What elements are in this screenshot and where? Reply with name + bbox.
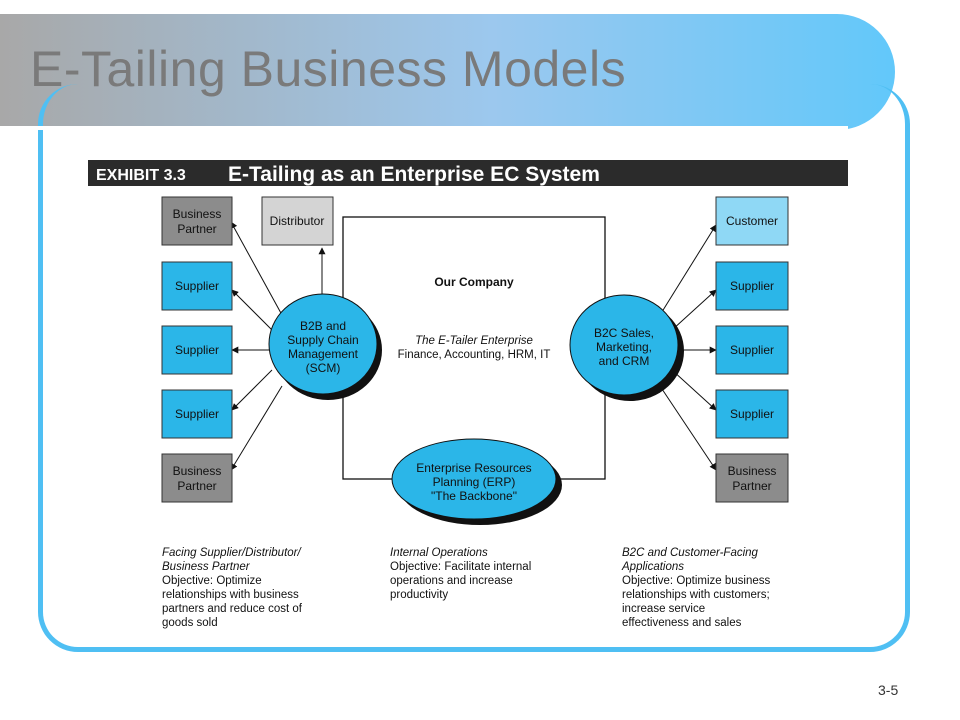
right-box-supplier-1: Supplier xyxy=(715,261,789,311)
title-bar xyxy=(0,14,895,130)
svg-text:Partner: Partner xyxy=(732,479,771,493)
svg-text:Supplier: Supplier xyxy=(175,343,219,357)
left-box-supplier-3: Supplier xyxy=(161,389,233,439)
right-box-customer: Customer xyxy=(715,196,789,246)
svg-text:Business: Business xyxy=(173,464,222,478)
svg-text:Supplier: Supplier xyxy=(730,279,774,293)
exhibit-header: EXHIBIT 3.3 E-Tailing as an Enterprise E… xyxy=(88,160,848,186)
svg-text:B2C Sales,: B2C Sales, xyxy=(594,326,654,340)
svg-text:partners and reduce cost of: partners and reduce cost of xyxy=(162,603,303,615)
exhibit-heading: E-Tailing as an Enterprise EC System xyxy=(228,163,600,186)
right-box-supplier-2: Supplier xyxy=(715,325,789,375)
svg-text:Objective: Optimize business: Objective: Optimize business xyxy=(622,575,771,587)
title-underline xyxy=(0,126,848,130)
content-frame xyxy=(38,84,910,652)
svg-text:Business: Business xyxy=(728,464,777,478)
right-box-business-partner: Business Partner xyxy=(715,453,789,503)
svg-text:productivity: productivity xyxy=(390,589,448,601)
company-line1: The E-Tailer Enterprise xyxy=(415,335,533,347)
svg-text:Objective: Facilitate internal: Objective: Facilitate internal xyxy=(390,561,531,573)
svg-text:Customer: Customer xyxy=(726,214,778,228)
svg-text:Internal Operations: Internal Operations xyxy=(390,547,488,559)
svg-text:Supplier: Supplier xyxy=(175,279,219,293)
svg-text:Distributor: Distributor xyxy=(270,214,325,228)
svg-text:effectiveness and sales: effectiveness and sales xyxy=(622,617,742,629)
svg-text:relationships with customers;: relationships with customers; xyxy=(622,589,770,601)
svg-text:operations and increase: operations and increase xyxy=(390,575,513,587)
company-line2: Finance, Accounting, HRM, IT xyxy=(398,349,551,361)
svg-text:relationships with business: relationships with business xyxy=(162,589,299,601)
page-number: 3-5 xyxy=(878,682,899,698)
right-box-supplier-3: Supplier xyxy=(715,389,789,439)
svg-text:Objective: Optimize: Objective: Optimize xyxy=(162,575,262,587)
svg-text:Business: Business xyxy=(173,207,222,221)
svg-text:Supply Chain: Supply Chain xyxy=(287,333,358,347)
svg-text:Partner: Partner xyxy=(177,479,216,493)
svg-text:Management: Management xyxy=(288,347,359,361)
caption-right: B2C and Customer-Facing Applications Obj… xyxy=(621,547,771,629)
svg-text:Marketing,: Marketing, xyxy=(596,340,652,354)
svg-text:Applications: Applications xyxy=(621,561,684,573)
svg-text:goods sold: goods sold xyxy=(162,617,218,629)
svg-text:Partner: Partner xyxy=(177,222,216,236)
caption-middle: Internal Operations Objective: Facilitat… xyxy=(390,547,531,601)
bottom-hub: Enterprise Resources Planning (ERP) "The… xyxy=(391,438,562,525)
left-box-business-partner-top: Business Partner xyxy=(161,196,233,246)
svg-text:(SCM): (SCM) xyxy=(306,361,341,375)
svg-text:"The Backbone": "The Backbone" xyxy=(431,489,517,503)
exhibit-label: EXHIBIT 3.3 xyxy=(96,167,186,184)
svg-text:Supplier: Supplier xyxy=(730,407,774,421)
left-box-supplier-2: Supplier xyxy=(161,325,233,375)
svg-text:B2C and Customer-Facing: B2C and Customer-Facing xyxy=(622,547,759,559)
svg-text:Facing Supplier/Distributor/: Facing Supplier/Distributor/ xyxy=(162,547,303,559)
svg-text:Business Partner: Business Partner xyxy=(162,561,251,573)
svg-text:increase service: increase service xyxy=(622,603,705,615)
left-hub: B2B and Supply Chain Management (SCM) xyxy=(268,293,382,400)
slide-title: E-Tailing Business Models xyxy=(30,41,627,97)
svg-text:Enterprise Resources: Enterprise Resources xyxy=(416,461,531,475)
right-hub: B2C Sales, Marketing, and CRM xyxy=(569,294,684,401)
left-box-supplier-1: Supplier xyxy=(161,261,233,311)
caption-left: Facing Supplier/Distributor/ Business Pa… xyxy=(162,547,303,629)
left-box-distributor: Distributor xyxy=(261,196,334,246)
left-arrows xyxy=(230,221,326,471)
svg-text:Supplier: Supplier xyxy=(730,343,774,357)
svg-text:Planning (ERP): Planning (ERP) xyxy=(433,475,516,489)
svg-text:B2B and: B2B and xyxy=(300,319,346,333)
svg-text:Supplier: Supplier xyxy=(175,407,219,421)
left-box-business-partner-bottom: Business Partner xyxy=(161,453,233,503)
company-name: Our Company xyxy=(434,275,514,289)
svg-text:and CRM: and CRM xyxy=(599,354,650,368)
